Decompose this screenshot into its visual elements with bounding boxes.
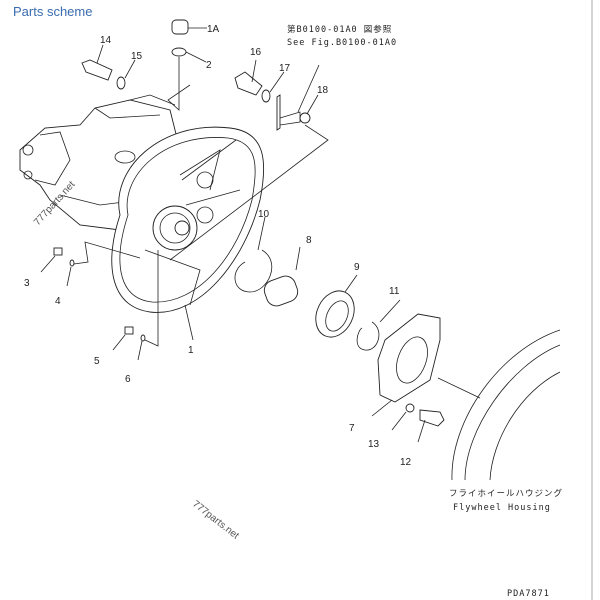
callout-8: 8 xyxy=(306,235,312,246)
reference-note-jp: 第B0100-01A0 図参照 xyxy=(287,24,392,35)
reference-note-en: See Fig.B0100-01A0 xyxy=(287,38,397,48)
flywheel-housing-outline xyxy=(451,329,561,481)
callout-3: 3 xyxy=(24,278,30,289)
watermark: 777parts.net xyxy=(190,499,241,542)
page-title: Parts scheme xyxy=(13,4,93,19)
callout-16: 16 xyxy=(250,47,262,58)
callout-1a: 1A xyxy=(207,24,220,35)
callout-4: 4 xyxy=(55,296,61,307)
part-plug-1a xyxy=(167,19,207,111)
callout-6: 6 xyxy=(125,374,131,385)
part-bearing-housing xyxy=(371,313,481,443)
callout-13: 13 xyxy=(368,439,380,450)
flywheel-label-en: Flywheel Housing xyxy=(453,503,551,513)
callout-7: 7 xyxy=(349,423,355,434)
panel-divider xyxy=(591,0,593,600)
part-rings xyxy=(234,216,401,351)
callout-12: 12 xyxy=(400,457,412,468)
part-bolts-bottom xyxy=(40,241,194,361)
part-bolts-top xyxy=(81,44,329,261)
callout-2: 2 xyxy=(206,60,212,71)
housing-flange xyxy=(111,126,265,313)
callout-5: 5 xyxy=(94,356,100,367)
callout-17: 17 xyxy=(279,63,291,74)
flywheel-label-jp: フライホイールハウジング xyxy=(449,488,563,499)
callout-9: 9 xyxy=(354,262,360,273)
callout-18: 18 xyxy=(317,85,329,96)
callout-11: 11 xyxy=(389,286,400,297)
callout-15: 15 xyxy=(131,51,143,62)
callout-14: 14 xyxy=(100,35,112,46)
drawing-code: PDA7871 xyxy=(507,589,550,599)
callout-10: 10 xyxy=(258,209,270,220)
callout-1: 1 xyxy=(188,345,194,356)
